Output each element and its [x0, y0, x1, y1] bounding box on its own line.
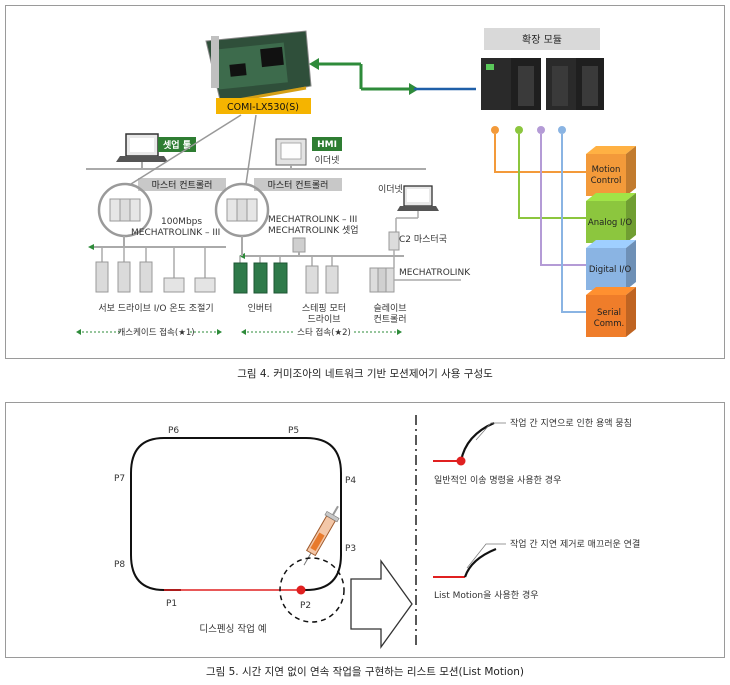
point-p5: P5 — [288, 426, 299, 436]
slave-label-1: 슬레이브 — [373, 303, 406, 314]
servo-devices — [95, 247, 216, 293]
card-label-box — [216, 98, 311, 114]
syringe-icon — [303, 505, 340, 566]
c2-master-label: C2 마스터국 — [399, 234, 447, 245]
slave-label-2: 컨트롤러 — [373, 314, 406, 325]
speed-label-1: 100Mbps — [161, 217, 202, 227]
laptop-icon — [116, 133, 168, 162]
module-analog-label: Analog I/O — [588, 218, 632, 228]
example-label: 디스펜싱 작업 예 — [199, 623, 266, 635]
point-p8: P8 — [114, 560, 125, 570]
green-arrow — [309, 58, 419, 95]
module-motion-line2: Control — [591, 176, 622, 186]
list-motion-diagram: P6 P5 P7 P4 P3 P8 P1 P2 디스펜싱 작업 예 작업 간 지… — [114, 415, 640, 650]
expansion-hardware — [481, 58, 604, 110]
card-link-2 — [245, 114, 257, 185]
hmi-icon — [275, 138, 307, 166]
mechatrolink-label: MECHATROLINK — [399, 268, 471, 278]
point-p3: P3 — [345, 544, 356, 554]
card-link-1 — [130, 114, 242, 185]
module-analog-io: Analog I/O — [586, 193, 636, 243]
p2-dot — [296, 585, 306, 595]
point-p7: P7 — [114, 474, 125, 484]
note-bottom-sub: List Motion을 사용한 경우 — [434, 589, 539, 601]
star-arrow — [241, 329, 402, 335]
expansion-module-header — [484, 28, 600, 50]
bottom-black-curve — [463, 547, 497, 578]
setup-label-1: MECHATROLINK – III — [268, 215, 357, 225]
speed-label-2: MECHATROLINK – III — [131, 228, 220, 238]
point-p2: P2 — [300, 601, 311, 611]
master-controller-1: 마스터 컨트롤러 — [152, 180, 213, 191]
figure-5-panel: P6 P5 P7 P4 P3 P8 P1 P2 디스펜싱 작업 예 작업 간 지… — [5, 402, 725, 658]
servo-label: 서보 드라이브 I/O 온도 조절기 — [98, 302, 213, 314]
master-controller-2: 마스터 컨트롤러 — [268, 180, 329, 191]
serial-dot — [558, 126, 566, 134]
stepping-devices — [305, 256, 339, 294]
note-top: 작업 간 지연으로 인한 용액 뭉침 — [510, 417, 632, 429]
point-p1: P1 — [166, 599, 177, 609]
hmi-box — [312, 137, 342, 151]
master-controller-2-box — [254, 178, 342, 191]
ethernet-right-label: 이더넷 — [378, 184, 403, 195]
card-label: COMI-LX530(S) — [227, 102, 299, 113]
top-blob — [456, 456, 466, 466]
comi-lx530-card — [205, 30, 312, 105]
zoom-circle — [279, 557, 345, 623]
zoom-arrow — [350, 558, 413, 650]
setup-tool-box — [158, 137, 196, 152]
note-top-sub: 일반적인 이송 명령을 사용한 경우 — [434, 474, 561, 486]
figure-4-panel: COMI-LX530(S) 확장 모듈 Motion Control — [5, 5, 725, 359]
module-motion-line1: Motion — [592, 165, 621, 175]
controller-2-icon — [226, 198, 258, 222]
module-digital-label: Digital I/O — [589, 265, 632, 275]
module-serial-line2: Comm. — [594, 319, 624, 329]
expansion-module-label: 확장 모듈 — [522, 34, 562, 46]
setup-label-2: MECHATROLINK 셋업 — [268, 225, 359, 236]
motion-dot — [491, 126, 499, 134]
master-controller-1-box — [138, 178, 226, 191]
figure-4-caption: 그림 4. 커미조아의 네트워크 기반 모션제어기 사용 구성도 — [237, 368, 493, 380]
note-bottom: 작업 간 지연 제거로 매끄러운 연결 — [510, 539, 640, 550]
inverter-label: 인버터 — [248, 303, 273, 314]
figure-5-caption: 그림 5. 시간 지연 없이 연속 작업을 구현하는 리스트 모션(List M… — [205, 666, 525, 678]
stepping-label-2: 드라이브 — [307, 314, 340, 325]
slave-controller-device — [369, 256, 461, 293]
hmi-ethernet-label: 이더넷 — [315, 155, 340, 166]
hub-icon — [292, 237, 306, 253]
network-diagram: COMI-LX530(S) 확장 모듈 Motion Control — [76, 28, 636, 338]
stepping-label-1: 스테핑 모터 — [302, 303, 346, 314]
controller-1-icon — [109, 198, 141, 222]
c2-master-icon — [388, 231, 400, 251]
inverter-devices — [233, 256, 288, 294]
module-motion-control: Motion Control — [586, 146, 636, 196]
point-p6: P6 — [168, 426, 179, 436]
hmi-label: HMI — [317, 140, 337, 150]
top-black-curve — [459, 421, 495, 462]
cascade-label: 캐스케이드 접속(★1) — [117, 327, 194, 338]
point-p4: P4 — [345, 476, 356, 486]
module-serial-line1: Serial — [597, 308, 621, 318]
digital-dot — [537, 126, 545, 134]
analog-dot — [515, 126, 523, 134]
star-label: 스타 접속(★2) — [297, 327, 351, 338]
setup-tool-label: 셋업 툴 — [163, 139, 191, 151]
dispensing-path — [130, 437, 342, 591]
module-serial-comm: Serial Comm. — [586, 287, 636, 337]
laptop-right-icon — [397, 185, 439, 211]
module-digital-io: Digital I/O — [586, 240, 636, 290]
cascade-arrow — [76, 329, 222, 335]
